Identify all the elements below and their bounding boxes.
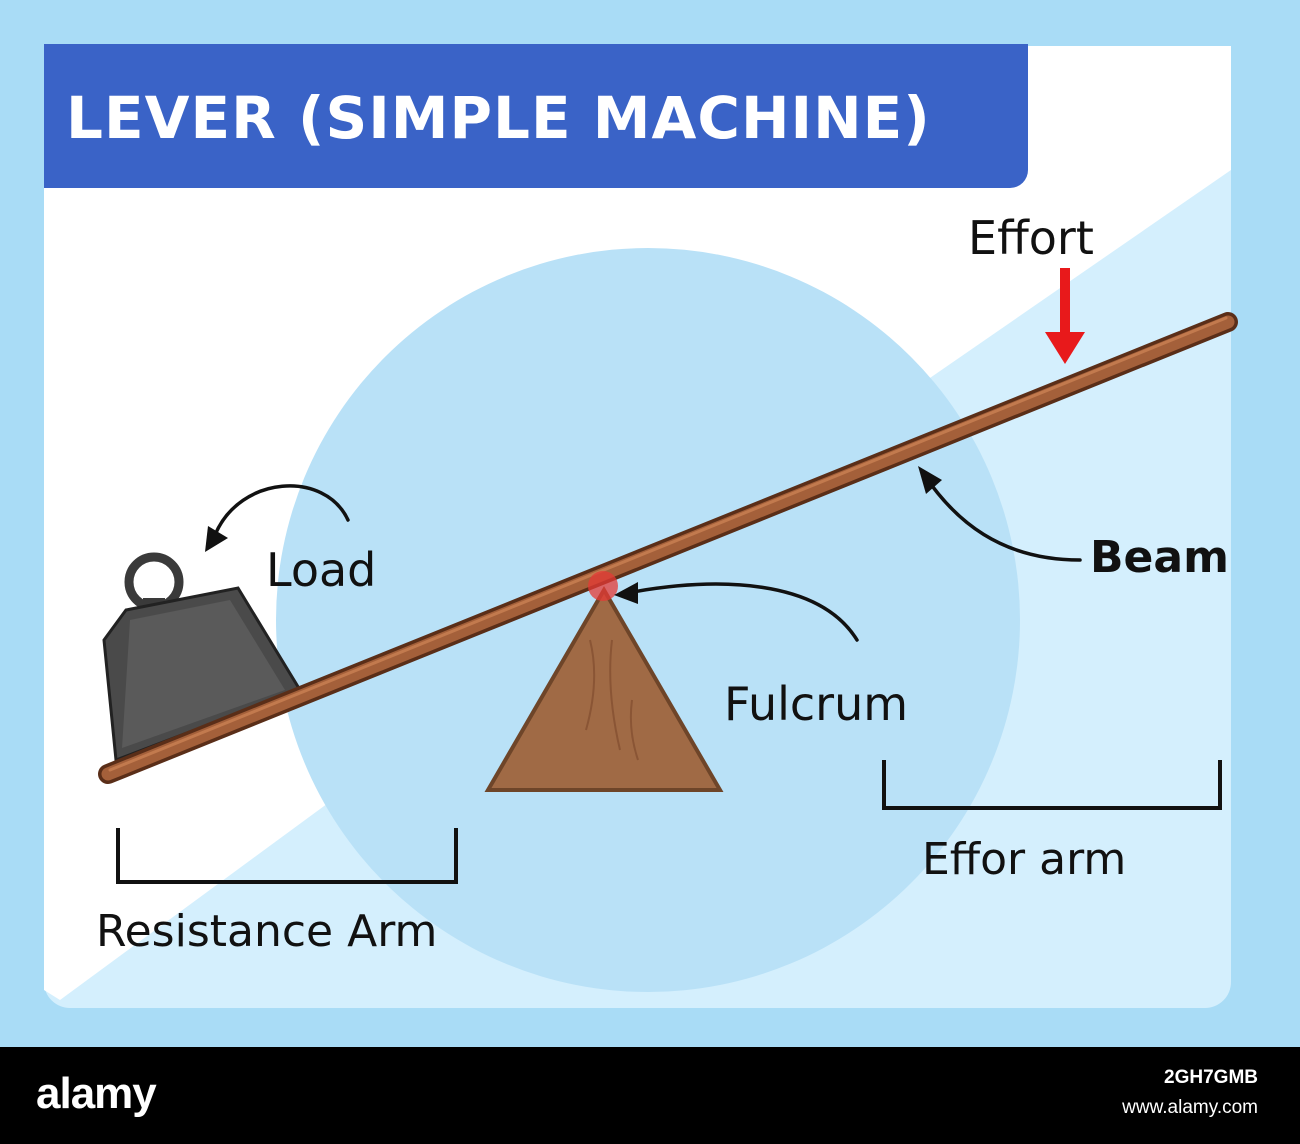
effort-arm-label: Effor arm (922, 834, 1126, 885)
watermark-footer: alamy 2GH7GMB www.alamy.com (0, 1047, 1300, 1144)
beam-highlight (108, 316, 1228, 772)
fulcrum-wood-grain (585, 639, 639, 761)
load-label: Load (266, 543, 376, 597)
footer-url: www.alamy.com (1122, 1097, 1258, 1118)
beam-pointer-arrow (923, 474, 1082, 562)
page-title: LEVER (SIMPLE MACHINE) (66, 84, 931, 152)
pointer-arrows (213, 474, 1082, 642)
pivot-point (588, 571, 618, 601)
beam-label: Beam (1090, 532, 1229, 583)
resistance-arm-bracket (116, 828, 458, 884)
fulcrum-triangle (484, 586, 724, 792)
resistance-arm-label: Resistance Arm (96, 906, 437, 957)
fulcrum-label: Fulcrum (724, 677, 908, 731)
beam (101, 315, 1235, 781)
footer-image-id: 2GH7GMB (1164, 1067, 1258, 1088)
pointer-arrowheads (205, 466, 942, 604)
title-banner (44, 44, 1028, 188)
effort-arm-bracket (882, 760, 1222, 810)
fulcrum-pointer-arrow (620, 582, 859, 642)
load-pointer-arrow (213, 484, 350, 537)
effort-label: Effort (968, 211, 1094, 265)
footer-logo: alamy (36, 1069, 157, 1118)
effort-arrow (1045, 268, 1085, 364)
background-circle (276, 248, 1020, 992)
